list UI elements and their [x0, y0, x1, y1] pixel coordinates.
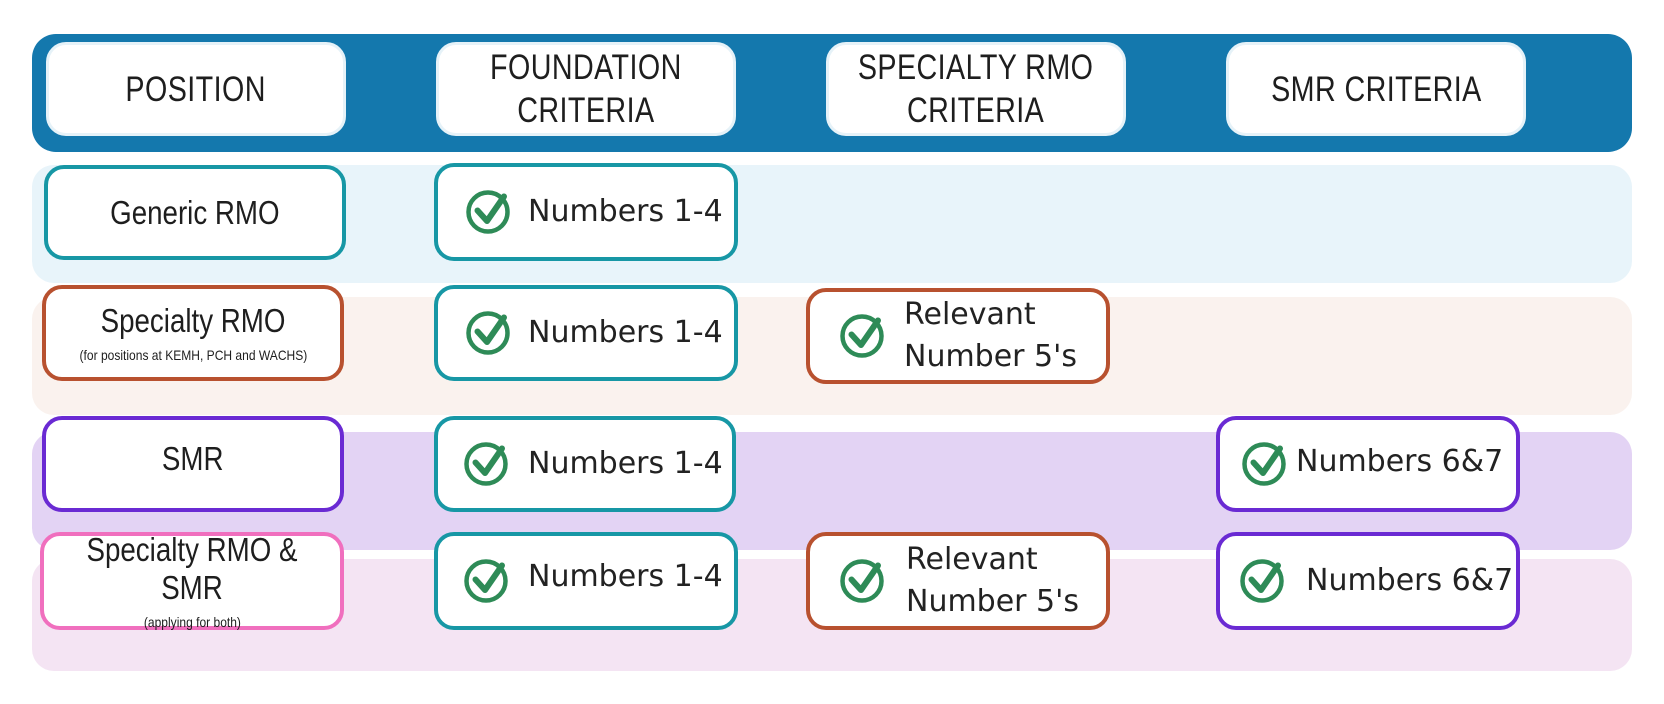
- position-label: Specialty RMO & SMR: [86, 531, 298, 606]
- criteria-smr-smr: Numbers 6&7: [1216, 416, 1520, 512]
- criteria-specialty-specialty-rmo: Relevant Number 5's: [806, 288, 1110, 384]
- check-circle-icon: [1242, 442, 1286, 486]
- criteria-text: Numbers 6&7: [1296, 444, 1504, 479]
- check-circle-icon: [840, 559, 884, 603]
- position-specialty-rmo: Specialty RMO (for positions at KEMH, PC…: [42, 285, 344, 381]
- criteria-text: Relevant Number 5's: [904, 297, 1078, 374]
- criteria-foundation-specialty-rmo: Numbers 1-4: [434, 285, 738, 381]
- criteria-text: Numbers 1-4: [528, 446, 723, 481]
- check-circle-icon: [1240, 559, 1284, 603]
- position-generic-rmo: Generic RMO: [44, 165, 346, 260]
- check-circle-icon: [464, 442, 508, 486]
- criteria-specialty-specialty-rmo-and-smr: Relevant Number 5's: [806, 532, 1110, 630]
- check-circle-icon: [466, 311, 510, 355]
- position-note: (applying for both): [143, 614, 241, 630]
- criteria-text: Relevant Number 5's: [906, 542, 1080, 619]
- position-note: (for positions at KEMH, PCH and WACHS): [79, 347, 307, 363]
- position-specialty-rmo-and-smr: Specialty RMO & SMR (applying for both): [40, 531, 344, 630]
- header-foundation-label: FOUNDATION CRITERIA: [490, 48, 682, 130]
- check-circle-icon: [466, 190, 510, 234]
- position-smr: SMR: [42, 416, 344, 512]
- criteria-text: Numbers 1-4: [528, 194, 723, 229]
- header-position: POSITION: [46, 42, 346, 136]
- header-specialty-rmo-criteria: SPECIALTY RMO CRITERIA: [826, 42, 1126, 136]
- header-smr-criteria: SMR CRITERIA: [1226, 42, 1526, 136]
- header-smr-label: SMR CRITERIA: [1270, 69, 1482, 109]
- criteria-foundation-generic-rmo: Numbers 1-4: [434, 163, 738, 261]
- criteria-text: Numbers 1-4: [528, 559, 723, 594]
- position-label: SMR: [162, 440, 224, 477]
- criteria-foundation-smr: Numbers 1-4: [434, 416, 736, 512]
- criteria-text: Numbers 6&7: [1306, 563, 1514, 598]
- header-foundation-criteria: FOUNDATION CRITERIA: [436, 42, 736, 136]
- header-position-label: POSITION: [125, 69, 267, 109]
- criteria-smr-specialty-rmo-and-smr: Numbers 6&7: [1216, 532, 1520, 630]
- criteria-text: Numbers 1-4: [528, 315, 723, 350]
- check-circle-icon: [840, 314, 884, 358]
- position-label: Specialty RMO: [100, 302, 286, 339]
- position-label: Generic RMO: [110, 193, 280, 231]
- header-specialty-label: SPECIALTY RMO CRITERIA: [858, 48, 1094, 130]
- criteria-foundation-specialty-rmo-and-smr: Numbers 1-4: [434, 532, 738, 630]
- check-circle-icon: [464, 559, 508, 603]
